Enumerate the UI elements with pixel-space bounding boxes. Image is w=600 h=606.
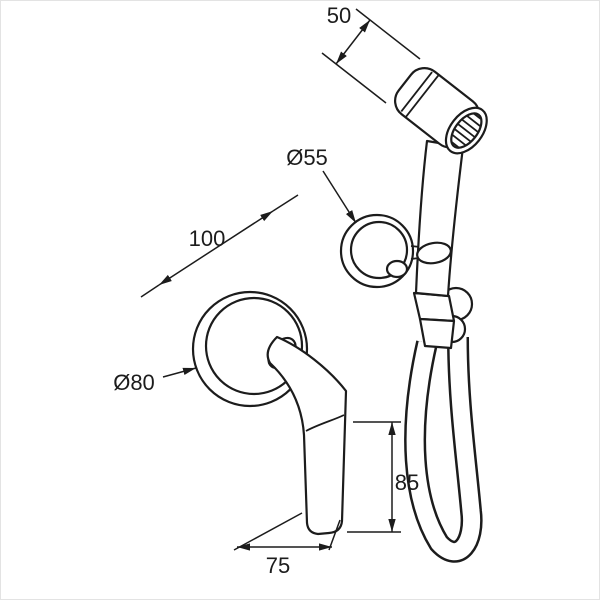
- dimension-label-offset: 100: [189, 226, 226, 251]
- outlet-nipple: [385, 259, 409, 279]
- dim-escutcheon-diameter-80: Ø80: [113, 367, 197, 395]
- spray-face-hatch: [450, 112, 482, 148]
- dimension-label-lever-width: 75: [266, 553, 290, 578]
- dim-head-width-50: 50: [321, 3, 421, 104]
- dimension-label-head-width: 50: [327, 3, 351, 28]
- dim-lever-width-75: 75: [233, 512, 341, 578]
- dim-lever-height-85: 85: [347, 421, 419, 533]
- holder-clamp: [416, 241, 452, 265]
- dim-holder-diameter-55: Ø55: [286, 145, 357, 224]
- shower-head: [394, 67, 488, 155]
- mixer-unit: [191, 290, 348, 536]
- shower-hose: [404, 336, 483, 563]
- wall-holder: [339, 213, 421, 289]
- hose-connector-nut: [412, 291, 456, 350]
- dimension-annotations: 50 Ø55 100 Ø80 85 75: [113, 3, 421, 578]
- dimension-label-holder-diameter: Ø55: [286, 145, 328, 170]
- dimension-label-escutcheon-diameter: Ø80: [113, 370, 155, 395]
- shower-handle: [414, 139, 465, 298]
- dim-offset-100: 100: [140, 194, 299, 298]
- mixer-lever: [266, 335, 348, 536]
- lever-crease: [305, 414, 345, 432]
- dimension-label-lever-height: 85: [395, 470, 419, 495]
